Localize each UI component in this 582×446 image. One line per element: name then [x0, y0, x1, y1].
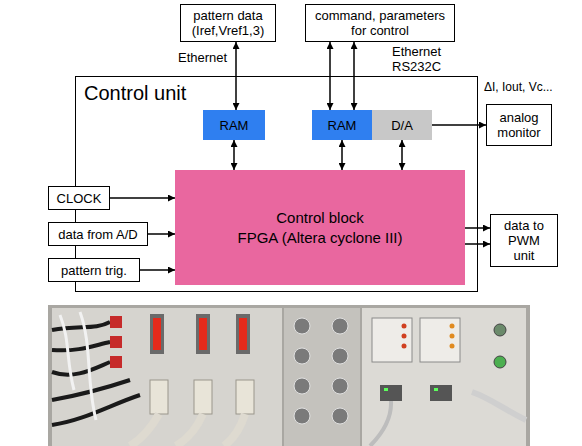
output-box: analog monitor — [486, 104, 552, 146]
indicator — [450, 344, 455, 349]
connector — [148, 233, 175, 235]
data-box: pattern data (Iref,Vref1,3) — [180, 4, 276, 42]
indicator — [402, 334, 407, 339]
cable — [52, 395, 140, 425]
fpga-block: Control blockFPGA (Altera cyclone III) — [175, 170, 465, 285]
status-plate — [372, 318, 412, 362]
indicator — [402, 344, 407, 349]
connector — [341, 140, 343, 170]
bnc-grid — [294, 318, 348, 424]
connector — [110, 197, 175, 199]
connector — [401, 140, 403, 170]
cable — [370, 401, 391, 446]
bnc — [332, 378, 348, 394]
cable — [80, 312, 96, 420]
input-box: pattern trig. — [48, 258, 140, 282]
connector — [110, 336, 122, 348]
led-bar — [199, 318, 207, 350]
ribbon-cable — [224, 414, 245, 446]
ribbon-connector — [236, 380, 254, 414]
box-label: data from A/D — [58, 227, 137, 242]
indicator — [402, 324, 407, 329]
box-label: command, parameters for control — [312, 8, 448, 38]
bnc — [294, 318, 310, 334]
port-led — [434, 388, 438, 391]
box-label: analog monitor — [493, 110, 545, 140]
display-housing — [150, 314, 164, 354]
rack-frame — [48, 305, 530, 446]
bnc — [332, 408, 348, 424]
led-bar — [153, 318, 161, 350]
cable — [52, 322, 110, 330]
output-box: data to PWM unit — [490, 214, 558, 267]
bnc — [294, 348, 310, 364]
box-label: pattern trig. — [61, 263, 127, 278]
signal-label: RS232C — [392, 59, 441, 74]
unit-title: Control unit — [84, 81, 186, 105]
indicator — [450, 334, 455, 339]
box-label: Control block — [276, 208, 364, 228]
left-panel — [52, 308, 282, 446]
ribbon-cable — [130, 414, 159, 446]
input-box: data from A/D — [48, 222, 148, 246]
right-panel — [362, 308, 526, 446]
ribbon-connector — [150, 380, 168, 414]
ribbon-cable — [176, 414, 203, 446]
port-led — [384, 388, 388, 391]
box-label: pattern data (Iref,Vref1,3) — [187, 8, 269, 38]
status-plate — [420, 318, 460, 362]
box-label: CLOCK — [57, 191, 102, 206]
connectors — [110, 316, 122, 368]
front-panel-details — [370, 318, 526, 446]
ethernet-port — [430, 385, 452, 401]
bnc — [294, 378, 310, 394]
box-sublabel: FPGA (Altera cyclone III) — [237, 228, 402, 248]
ribbon-connectors — [130, 380, 254, 446]
cable — [472, 392, 526, 420]
connector — [110, 356, 122, 368]
power-lamp — [494, 324, 506, 336]
display-housing — [196, 314, 210, 354]
bnc-panel — [284, 308, 360, 446]
ethernet-port — [380, 385, 402, 401]
led-displays — [150, 314, 250, 354]
connector — [233, 140, 235, 170]
cable — [52, 362, 110, 375]
box-label: RAM — [328, 118, 357, 133]
signal-label: Ethernet — [392, 44, 441, 59]
bnc — [332, 348, 348, 364]
cable — [52, 342, 110, 350]
led-bar — [239, 318, 247, 350]
signal-label: ΔI, Iout, Vc... — [484, 80, 553, 95]
indicator — [450, 324, 455, 329]
cable — [60, 315, 74, 390]
box-label: RAM — [220, 118, 249, 133]
box-label: data to PWM unit — [497, 218, 551, 263]
input-box: CLOCK — [48, 186, 110, 210]
ram-block: RAM — [203, 110, 265, 140]
ram-block: RAM — [312, 110, 372, 140]
data-box: command, parameters for control — [305, 4, 455, 42]
dac-block: D/A — [372, 110, 432, 140]
white-cables — [60, 312, 96, 420]
connector — [140, 269, 175, 271]
box-label: D/A — [391, 118, 413, 133]
bnc — [332, 318, 348, 334]
power-lamp — [494, 356, 506, 368]
bnc — [294, 408, 310, 424]
connector — [110, 316, 122, 328]
display-housing — [236, 314, 250, 354]
ribbon-connector — [194, 380, 212, 414]
signal-label: Ethernet — [178, 50, 227, 65]
